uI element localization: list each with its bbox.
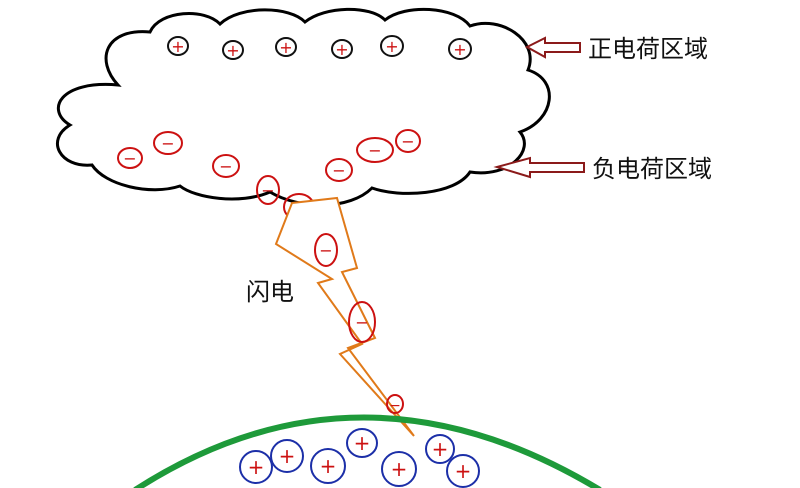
svg-text:−: − (389, 398, 401, 414)
ground-arc (133, 414, 602, 488)
svg-text:+: + (248, 455, 265, 479)
negative-region-label: 负电荷区域 (592, 155, 712, 183)
negative-charge: − (395, 129, 421, 153)
positive-charge: + (381, 451, 417, 487)
positive-charge: + (380, 35, 404, 57)
arrow-negative-region (493, 156, 585, 179)
cloud-outline (56, 7, 551, 207)
positive-charge: + (448, 38, 472, 60)
svg-text:+: + (354, 431, 371, 455)
arrow-positive-region (524, 36, 581, 59)
negative-charge: − (256, 175, 280, 205)
negative-charge: − (356, 137, 394, 163)
svg-text:+: + (226, 41, 239, 60)
positive-charge: + (446, 454, 480, 488)
svg-text:+: + (171, 37, 184, 56)
svg-text:−: − (319, 241, 332, 260)
svg-text:+: + (335, 40, 348, 59)
positive-charge: + (331, 39, 353, 59)
svg-text:−: − (401, 132, 414, 151)
svg-text:+: + (279, 38, 292, 57)
svg-text:−: − (123, 149, 136, 168)
lightning-negative-charges: − − − (314, 233, 404, 414)
negative-charge: − (348, 301, 376, 343)
svg-text:+: + (453, 40, 466, 59)
svg-text:−: − (261, 181, 274, 200)
svg-text:−: − (332, 161, 345, 180)
positive-charge: + (346, 428, 378, 458)
svg-text:+: + (385, 37, 398, 56)
positive-charge: + (270, 439, 304, 473)
svg-text:+: + (279, 444, 296, 468)
negative-charge: − (212, 154, 240, 178)
positive-charge: + (239, 450, 273, 484)
positive-charge: + (425, 434, 455, 464)
svg-text:+: + (455, 459, 472, 483)
svg-text:+: + (391, 457, 408, 481)
svg-text:+: + (432, 437, 449, 461)
lightning-label: 闪电 (246, 278, 294, 306)
negative-charge: − (117, 147, 143, 169)
negative-charge: − (325, 158, 353, 182)
svg-text:−: − (368, 141, 381, 160)
svg-text:+: + (320, 454, 337, 478)
cloud-positive-charges: + + + + + + (167, 35, 472, 60)
positive-charge: + (167, 36, 189, 56)
lightning-bolt (274, 196, 415, 437)
positive-charge: + (310, 448, 346, 484)
svg-text:−: − (219, 157, 232, 176)
positive-region-label: 正电荷区域 (588, 35, 708, 63)
negative-charge: − (314, 233, 338, 267)
ground-positive-charges: + + + + + + + (239, 428, 480, 488)
positive-charge: + (275, 37, 297, 57)
svg-text:−: − (355, 313, 368, 332)
positive-charge: + (222, 40, 244, 60)
svg-text:−: − (161, 134, 174, 153)
negative-charge: − (386, 394, 404, 414)
negative-charge: − (153, 131, 183, 155)
